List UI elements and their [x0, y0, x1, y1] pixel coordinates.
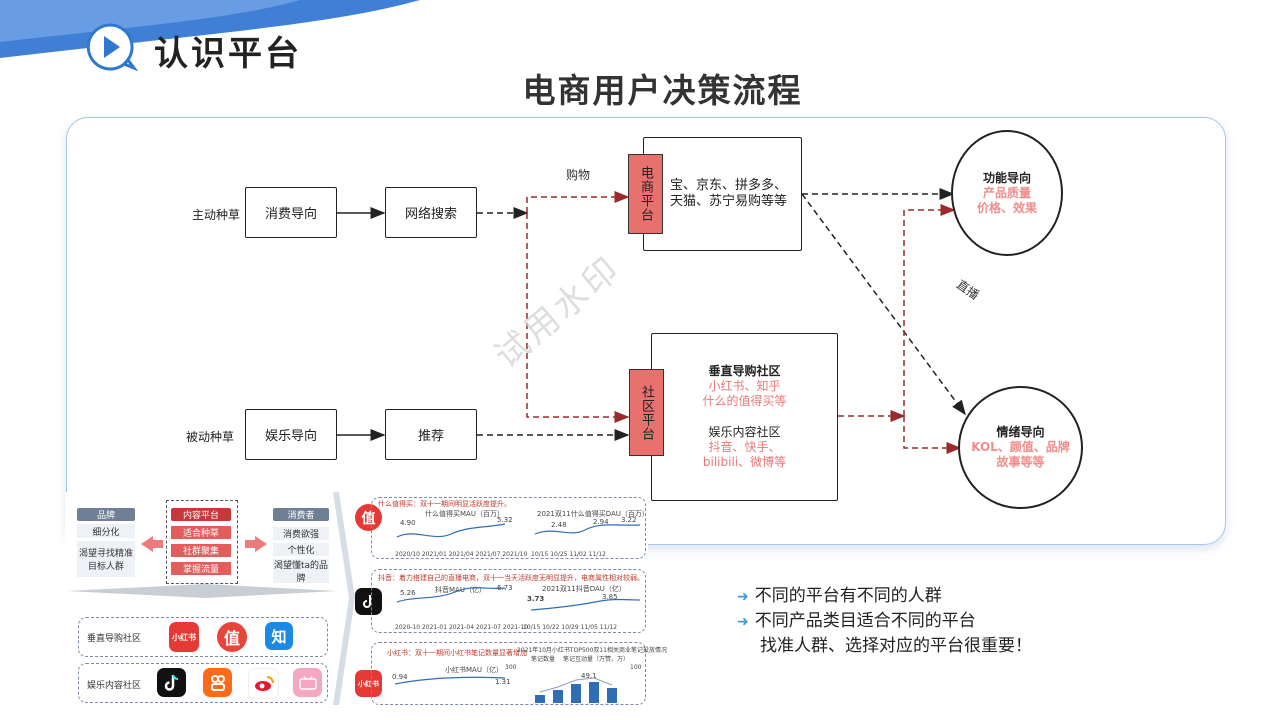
bullet-line: ➜ 不同的平台有不同的人群: [737, 581, 942, 606]
smzdm-dau-caption: 2021双11什么值得买DAU（百万）: [537, 510, 649, 518]
xiaohongshu-legend: 笔记数量: [531, 656, 556, 663]
xiaohongshu-value: 0.94: [392, 673, 408, 681]
smzdm-icon: 值: [355, 504, 382, 531]
consumption-oriented-box: 消费导向: [245, 187, 337, 238]
douyin-value: 5.26: [400, 589, 416, 597]
xiaohongshu-data-panel: [371, 642, 646, 705]
consumer-header: 消费者: [273, 508, 329, 521]
content-platform-group: [166, 500, 238, 584]
brand-item: 渴望寻找精准目标人群: [77, 541, 135, 577]
smzdm-icon: 值: [217, 622, 247, 652]
content-platform-header: 内容平台: [171, 508, 231, 521]
smzdm-mau-caption: 什么值得买MAU（百万）: [425, 510, 504, 518]
entertainment-community-row: [78, 663, 328, 703]
entertainment-community-item: 抖音、快手、: [708, 440, 781, 454]
consumer-item: 个性化: [273, 543, 329, 556]
emotion-oriented-line: 故事等等: [996, 455, 1045, 469]
xiaohongshu-legend: 笔记互动量（万赞、万）: [563, 656, 630, 663]
emotion-oriented-circle: 情绪导向 KOL、颜值、品牌 故事等等: [958, 386, 1083, 509]
brand-item: 细分化: [77, 524, 135, 538]
play-icon: [86, 23, 138, 72]
active-seeding-label: 主动种草: [192, 208, 241, 222]
emotion-oriented-title: 情绪导向: [996, 425, 1045, 439]
xiaohongshu-panel-title: 小红书：双十一期间小红书笔记数量显著增加: [387, 649, 527, 657]
smzdm-panel-title: 什么值得买：双十一期间明显活跃度提升。: [378, 500, 511, 508]
xiaohongshu-icon: 小红书: [169, 622, 199, 652]
weibo-icon: [248, 668, 279, 699]
vertical-community-row: [78, 617, 328, 657]
passive-seeding-label: 被动种草: [186, 430, 235, 444]
platform-analysis-thumbnail: 品牌 细分化 渴望寻找精准目标人群 内容平台 适合种草 社群聚集 掌握流量 消费…: [65, 492, 667, 705]
vertical-community-item: 小红书、知乎: [708, 379, 781, 393]
ecommerce-platform-list: 宝、京东、拼多多、天猫、苏宁易购等等: [669, 178, 787, 209]
entertainment-community-item: bilibili、微博等: [702, 455, 787, 469]
douyin-icon: [157, 668, 186, 697]
emotion-oriented-line: KOL、颜值、品牌: [971, 440, 1070, 454]
douyin-panel-title: 抖音：着力搭建自己的直播电商，双十一当天活跃度无明显提升，电商属性相对较弱。: [378, 574, 644, 582]
bullet-text: 不同的平台有不同的人群: [754, 586, 942, 606]
smzdm-axis: 2020/10 2021/01 2021/04 2021/07 2021/10: [395, 551, 528, 558]
xiaohongshu-chart-title: 2021年10月小红书TOP500双11相关商业笔记投放情况: [517, 647, 667, 654]
content-platform-item: 社群聚集: [171, 544, 231, 557]
ecommerce-platform-tag: 电商平台: [628, 154, 663, 234]
entertainment-oriented-box: 娱乐导向: [245, 409, 337, 460]
recommendation-box: 推荐: [385, 409, 477, 460]
douyin-icon: [355, 588, 382, 615]
xiaohongshu-value: 1.31: [495, 678, 511, 686]
function-oriented-title: 功能导向: [982, 170, 1031, 185]
consumer-item: 消费欲强: [273, 527, 329, 540]
bullet-line: ➜ 不同产品类目适合不同的平台: [737, 606, 976, 631]
smzdm-axis: 10/15 10/25 11/02 11/12: [531, 551, 606, 558]
function-oriented-line: 价格、效果: [976, 200, 1037, 215]
xiaohongshu-axis-value: 100: [630, 664, 642, 671]
consumer-item: 渴望懂ta的品牌: [273, 559, 329, 584]
xiaohongshu-value: 49.1: [581, 672, 597, 680]
content-platform-item: 掌握流量: [171, 562, 231, 575]
bullet-line: 找准人群、选择对应的平台很重要！: [760, 636, 1032, 656]
content-platform-item: 适合种草: [171, 526, 231, 539]
community-platform-box: 垂直导购社区 小红书、知乎 什么的值得买等 娱乐内容社区 抖音、快手、 bili…: [651, 333, 838, 501]
douyin-axis: 10/15 10/22 10/29 11/05 11/12: [523, 624, 618, 631]
bilibili-icon: [293, 668, 322, 697]
smzdm-value: 2.94: [593, 518, 609, 526]
web-search-box: 网络搜索: [385, 187, 477, 238]
smzdm-value: 2.48: [551, 521, 567, 529]
shopping-label: 购物: [566, 168, 591, 182]
smzdm-value: 4.90: [400, 519, 416, 527]
xiaohongshu-icon: 小红书: [355, 670, 382, 697]
function-oriented-circle: 功能导向 产品质量 价格、效果: [951, 130, 1063, 256]
diagram-title: 电商用户决策流程: [522, 71, 803, 110]
douyin-value: 3.73: [527, 595, 545, 603]
smzdm-value: 5.32: [497, 516, 513, 524]
douyin-value: 3.85: [602, 593, 618, 601]
smzdm-data-panel: [371, 497, 646, 559]
entertainment-community-row-label: 娱乐内容社区: [87, 681, 142, 691]
ecommerce-platform-box: 宝、京东、拼多多、天猫、苏宁易购等等: [643, 137, 802, 251]
bullet-text: 不同产品类目适合不同的平台: [754, 611, 976, 631]
xiaohongshu-mau-caption: 小红书MAU（亿）: [445, 666, 503, 674]
brand-header: 品牌: [77, 508, 135, 521]
douyin-data-panel: [371, 569, 646, 633]
arrow-right-icon: ➜: [737, 589, 749, 605]
thumbnail-arrows: [67, 536, 337, 598]
vertical-community-item: 什么的值得买等: [702, 394, 787, 408]
arrow-right-icon: ➜: [737, 614, 749, 630]
thumbnail-mini-charts: [394, 523, 641, 703]
zhihu-icon: 知: [265, 622, 293, 650]
smzdm-value: 3.22: [621, 516, 637, 524]
vertical-community-title: 垂直导购社区: [708, 364, 781, 378]
page-title: 认识平台: [154, 34, 302, 74]
entertainment-community-title: 娱乐内容社区: [708, 425, 781, 439]
thumbnail-divider: [333, 492, 355, 705]
xiaohongshu-axis-value: 300: [505, 664, 517, 671]
community-platform-tag: 社区平台: [629, 369, 664, 456]
douyin-dau-caption: 2021双11抖音DAU（亿）: [542, 585, 626, 593]
vertical-community-row-label: 垂直导购社区: [87, 634, 142, 644]
function-oriented-line: 产品质量: [982, 185, 1031, 200]
kuaishou-icon: [203, 668, 232, 697]
douyin-axis: 2020-10 2021-01 2021-04 2021-07 2021-10: [395, 624, 528, 631]
